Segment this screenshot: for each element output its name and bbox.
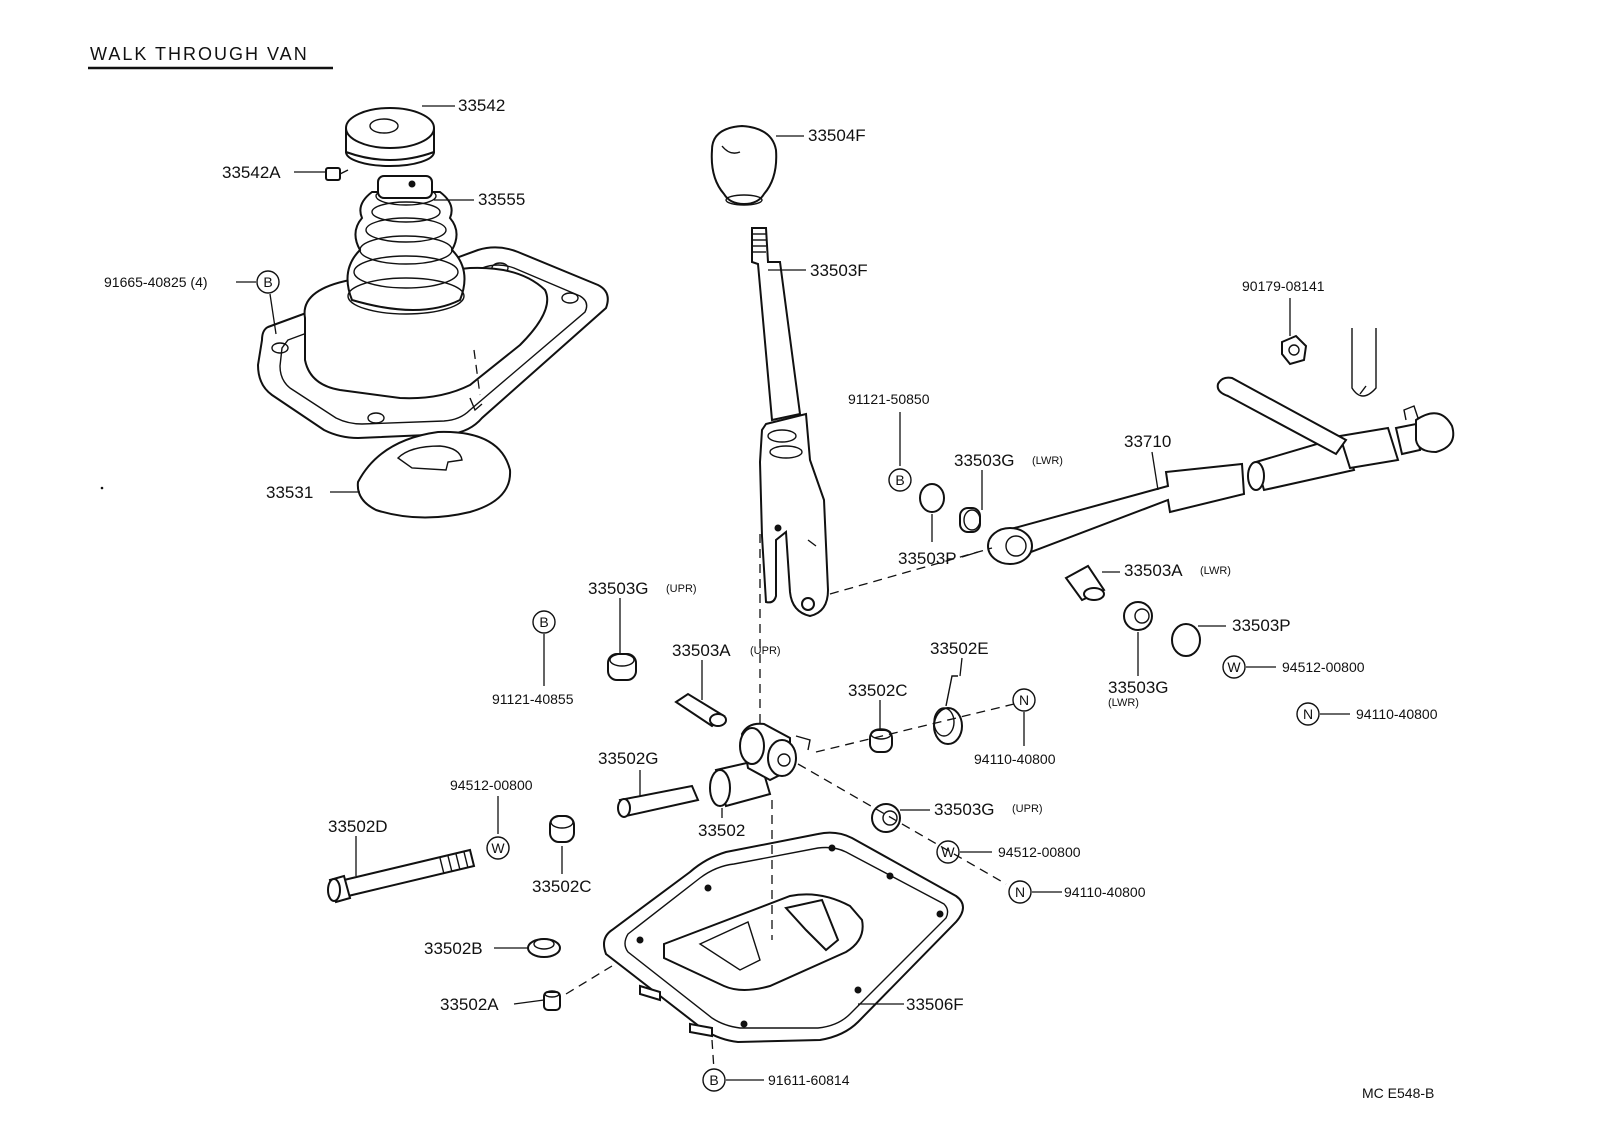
- label-91665-40825: 91665-40825 (4): [104, 274, 208, 290]
- leader-lines: [236, 105, 1350, 1081]
- circled-symbols: B B B B W W W N N N: [256, 270, 1320, 1092]
- figure-code: MC E548-B: [1362, 1085, 1434, 1101]
- qualifier-lwr: (LWR): [1200, 565, 1231, 577]
- shift-boot-bellows: [346, 175, 466, 315]
- symbol-b-icon: B: [702, 1068, 726, 1092]
- label-94110-40800-mid: 94110-40800: [974, 751, 1056, 767]
- label-33710: 33710: [1124, 432, 1171, 451]
- svg-text:W: W: [1227, 659, 1241, 675]
- nut: [1281, 334, 1308, 366]
- symbol-n-icon: N: [1008, 880, 1032, 904]
- label-33506f: 33506F: [906, 995, 964, 1014]
- boot-base-inner: [279, 264, 588, 425]
- ring-33503p-left: [919, 483, 945, 513]
- label-33502: 33502: [698, 821, 745, 840]
- label-94110-40800-low: 94110-40800: [1064, 884, 1146, 900]
- symbol-w-icon: W: [486, 836, 510, 860]
- label-33503a-lwr: 33503A: [1124, 561, 1183, 580]
- svg-text:N: N: [1303, 706, 1313, 722]
- spring-33502e: [933, 675, 963, 745]
- bushing-33502c-low: [549, 815, 575, 843]
- label-91611-60814: 91611-60814: [768, 1072, 850, 1088]
- plate-tab: [469, 397, 483, 412]
- symbol-n-icon: N: [1012, 688, 1036, 712]
- boot-retainer: [356, 430, 512, 519]
- qualifier-upr: (UPR): [750, 645, 781, 657]
- grommet-33502b: [527, 938, 561, 958]
- symbol-b-icon: B: [256, 270, 280, 294]
- diagram-title: WALK THROUGH VAN: [90, 44, 309, 64]
- shift-boot-assembly: [256, 107, 609, 519]
- label-94512-00800-mid: 94512-00800: [998, 844, 1081, 860]
- label-33502g: 33502G: [598, 749, 659, 768]
- shift-lever-seat: [709, 722, 811, 808]
- label-33502a: 33502A: [440, 995, 499, 1014]
- label-33503f: 33503F: [810, 261, 868, 280]
- label-33503g-lwr-top: 33503G: [954, 451, 1015, 470]
- label-33502e: 33502E: [930, 639, 989, 658]
- boot-cap: [345, 107, 435, 167]
- label-91121-50850: 91121-50850: [848, 391, 930, 407]
- bushing-33503g-lwr-top: [959, 507, 981, 533]
- symbol-b-icon: B: [888, 468, 912, 492]
- symbol-w-icon: W: [936, 840, 960, 864]
- symbol-w-icon: W: [1222, 655, 1246, 679]
- plate-hole: [367, 412, 385, 424]
- qualifier-lwr: (LWR): [1108, 697, 1139, 709]
- label-90179-08141: 90179-08141: [1242, 278, 1325, 294]
- svg-text:B: B: [709, 1072, 718, 1088]
- svg-text:B: B: [263, 274, 272, 290]
- plate-hole: [271, 342, 289, 354]
- label-33555: 33555: [478, 190, 525, 209]
- shift-lever-housing: [603, 831, 964, 1044]
- label-33503g-upr-left: 33503G: [588, 579, 649, 598]
- symbol-n-icon: N: [1296, 702, 1320, 726]
- svg-text:W: W: [491, 840, 505, 856]
- label-33542a: 33542A: [222, 163, 281, 182]
- svg-text:W: W: [941, 844, 955, 860]
- bolt: [327, 848, 476, 904]
- label-33503p-right: 33503P: [1232, 616, 1291, 635]
- label-33502c-top: 33502C: [848, 681, 908, 700]
- svg-text:N: N: [1015, 884, 1025, 900]
- plate-hole: [561, 292, 579, 304]
- svg-text:B: B: [895, 472, 904, 488]
- label-33502b: 33502B: [424, 939, 483, 958]
- bushing-33502c-top: [869, 728, 893, 753]
- bushing-33503g-lwr-right: [1123, 601, 1153, 631]
- label-91121-40855: 91121-40855: [492, 691, 574, 707]
- label-33503g-lwr-right: 33503G: [1108, 678, 1169, 697]
- label-94110-40800-right: 94110-40800: [1356, 706, 1438, 722]
- label-33531: 33531: [266, 483, 313, 502]
- bushing-33503a-lwr: [1064, 564, 1106, 602]
- svg-text:B: B: [539, 614, 548, 630]
- label-33542: 33542: [458, 96, 505, 115]
- part-labels: 33542 33542A 33555 91665-40825 (4) 33531…: [104, 96, 1438, 1101]
- symbol-b-icon: B: [532, 610, 556, 634]
- ring-33503p-right: [1171, 623, 1201, 657]
- shift-rod: [987, 328, 1455, 565]
- label-33503p-left: 33503P: [898, 549, 957, 568]
- label-94512-00800-right: 94512-00800: [1282, 659, 1365, 675]
- label-33502d: 33502D: [328, 817, 388, 836]
- shift-lever: [751, 227, 830, 618]
- qualifier-upr: (UPR): [666, 583, 697, 595]
- bushing-33503g-upr-left: [607, 653, 637, 681]
- svg-text:N: N: [1019, 692, 1029, 708]
- label-33503g-upr-right: 33503G: [934, 800, 995, 819]
- pin-33503a-upr: [674, 692, 727, 728]
- collar-33502a: [543, 990, 561, 1011]
- bushing-33503g-upr-right: [871, 803, 901, 833]
- screw: [325, 167, 349, 181]
- label-94512-00800-left: 94512-00800: [450, 777, 533, 793]
- qualifier-lwr: (LWR): [1032, 455, 1063, 467]
- label-33504f: 33504F: [808, 126, 866, 145]
- pin-33502g: [617, 784, 700, 818]
- shift-knob: [710, 124, 778, 206]
- qualifier-upr: (UPR): [1012, 803, 1043, 815]
- label-33503a-upr: 33503A: [672, 641, 731, 660]
- label-33502c-low: 33502C: [532, 877, 592, 896]
- stray-mark: [100, 486, 104, 490]
